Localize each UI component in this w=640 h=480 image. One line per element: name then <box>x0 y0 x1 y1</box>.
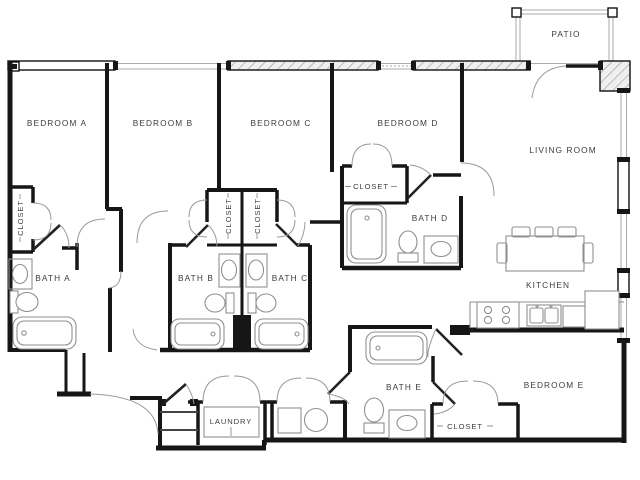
bathtub-b <box>170 318 225 350</box>
bath-c-label: BATH C <box>272 273 308 283</box>
closet-d-label: CLOSET <box>353 182 389 191</box>
dryer <box>303 407 329 433</box>
room-labels: BEDROOM A BEDROOM B BEDROOM C BEDROOM D … <box>16 29 596 431</box>
closet-e-label: CLOSET <box>447 422 483 431</box>
bathtub-a <box>12 316 77 350</box>
sink-d <box>423 235 459 264</box>
closet-a-label: CLOSET <box>16 200 25 236</box>
living-room-label: LIVING ROOM <box>529 145 596 155</box>
bath-e-label: BATH E <box>386 382 422 392</box>
kitchen-sink <box>526 304 562 327</box>
toilet-e <box>363 397 385 434</box>
toilet-c <box>247 292 277 314</box>
exterior-top-wall <box>7 60 631 92</box>
dining-table <box>505 235 585 272</box>
door-panels <box>33 174 463 405</box>
closet-b-label: CLOSET <box>224 198 233 234</box>
bath-a-label: BATH A <box>35 273 71 283</box>
bathtub-e <box>365 331 428 365</box>
bedroom-d-label: BEDROOM D <box>377 118 438 128</box>
laundry-label: LAUNDRY <box>210 417 252 426</box>
bedroom-a-label: BEDROOM A <box>27 118 87 128</box>
sink-b <box>218 253 241 288</box>
dining-chairs <box>496 226 594 264</box>
sink-c <box>245 253 268 288</box>
bedroom-c-label: BEDROOM C <box>250 118 311 128</box>
kitchen-stove <box>476 301 520 329</box>
patio-outline <box>511 7 618 64</box>
toilet-a <box>9 290 39 314</box>
sink-e <box>388 409 426 439</box>
door-arcs <box>32 65 567 435</box>
walls <box>7 61 627 451</box>
bath-b-label: BATH B <box>178 273 214 283</box>
bathtub-c <box>254 318 309 350</box>
sink-a <box>8 258 33 290</box>
bedroom-b-label: BEDROOM B <box>133 118 194 128</box>
toilet-b <box>204 292 235 314</box>
washer <box>277 407 302 434</box>
refrigerator <box>584 290 620 330</box>
exterior-right-wall <box>617 88 630 343</box>
kitchen-label: KITCHEN <box>526 280 570 290</box>
patio-label: PATIO <box>551 29 580 39</box>
bath-d-label: BATH D <box>412 213 448 223</box>
toilet-d <box>397 230 419 263</box>
dishwasher <box>562 305 586 328</box>
bedroom-e-label: BEDROOM E <box>524 380 585 390</box>
bathtub-d <box>346 204 387 264</box>
window-lines <box>8 63 628 340</box>
closet-c-label: CLOSET <box>253 198 262 234</box>
laundry-machines <box>203 406 260 438</box>
label-dashes <box>19 186 493 427</box>
